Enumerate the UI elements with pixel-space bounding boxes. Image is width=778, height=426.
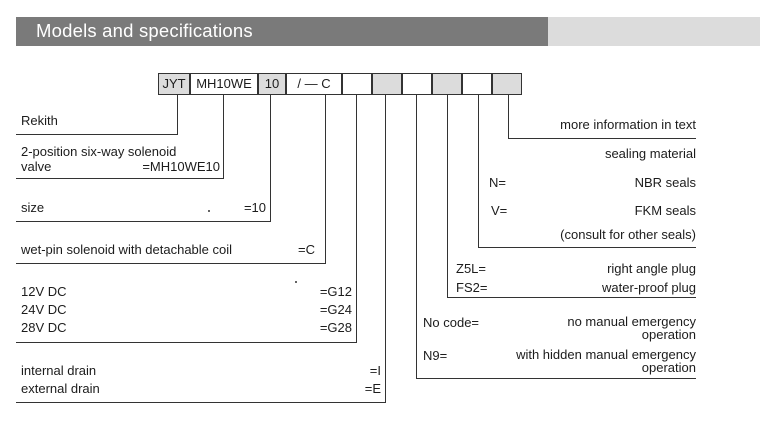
connector-voltage-v (356, 95, 357, 343)
connector-rekith-h (16, 134, 178, 135)
label-seal-nbr: NBR seals (634, 175, 696, 190)
connector-plug-h (447, 297, 696, 298)
connector-drain-v (385, 95, 386, 403)
code-plug-water-proof: FS2= (456, 280, 488, 295)
connector-seal-v (478, 95, 479, 248)
code-box-more (492, 73, 522, 95)
connector-coil-v (325, 95, 326, 264)
code-seal-nbr: N= (489, 175, 506, 190)
dot-marker (295, 281, 297, 283)
connector-seal-h (478, 247, 696, 248)
label-manual-none-line1: no manual emergency (567, 314, 696, 329)
connector-rekith-v (177, 95, 178, 135)
label-consult: (consult for other seals) (560, 227, 696, 242)
code-box-coil: / — C (286, 73, 342, 95)
connector-voltage-h (16, 342, 357, 343)
label-drain-external: external drain (21, 381, 100, 396)
label-voltage-28: 28V DC (21, 320, 67, 335)
label-valve-line2: valve (21, 159, 52, 174)
label-plug-water-proof: water-proof plug (602, 280, 696, 295)
connector-drain-h (16, 402, 386, 403)
label-voltage-24: 24V DC (21, 302, 67, 317)
code-box-drain (372, 73, 402, 95)
label-seal-fkm: FKM seals (634, 203, 696, 218)
connector-more-v (508, 95, 509, 139)
code-box-manual (402, 73, 432, 95)
code-box-plug (432, 73, 462, 95)
label-valve-line1: 2-position six-way solenoid (21, 144, 177, 159)
label-coil: wet-pin solenoid with detachable coil (21, 242, 233, 257)
code-drain-internal: =I (369, 363, 381, 378)
code-plug-right-angle: Z5L= (456, 261, 486, 276)
code-box-brand: JYT (158, 73, 190, 95)
label-manual-hidden-line1: with hidden manual emergency (516, 347, 696, 362)
label-rekith: Rekith (21, 113, 58, 128)
code-box-size: 10 (258, 73, 286, 95)
connector-manual-h (416, 378, 696, 379)
code-voltage-28: =G28 (319, 320, 352, 335)
label-more-info: more information in text (560, 117, 696, 132)
code-valve: =MH10WE10 (142, 159, 220, 174)
label-manual-hidden-line2: operation (641, 360, 696, 375)
connector-coil-h (16, 263, 326, 264)
section-title: Models and specifications (36, 20, 253, 41)
connector-size-h (16, 221, 271, 222)
label-plug-right-angle: right angle plug (607, 261, 696, 276)
code-seal-fkm: V= (491, 203, 508, 218)
connector-size-v (270, 95, 271, 222)
code-manual-hidden: N9= (423, 348, 448, 363)
connector-valve-v (223, 95, 224, 179)
code-voltage-24: =G24 (319, 302, 352, 317)
connector-valve-h (16, 178, 224, 179)
label-voltage-12: 12V DC (21, 284, 67, 299)
code-coil: =C (298, 242, 315, 257)
code-voltage-12: =G12 (319, 284, 352, 299)
connector-more-h (508, 138, 696, 139)
section-header-dark-band: Models and specifications (16, 17, 548, 46)
code-drain-external: =E (364, 381, 381, 396)
label-sealing: sealing material (604, 146, 696, 161)
code-box-voltage (342, 73, 372, 95)
connector-plug-v (447, 95, 448, 298)
code-box-seal (462, 73, 492, 95)
connector-manual-v (416, 95, 417, 379)
label-size: size (21, 200, 45, 215)
code-size: =10 (243, 200, 266, 215)
code-manual-none: No code= (423, 315, 480, 330)
label-manual-none-line2: operation (641, 327, 696, 342)
section-header: Models and specifications (16, 17, 760, 46)
label-drain-internal: internal drain (21, 363, 97, 378)
dot-marker (208, 210, 210, 212)
code-box-model: MH10WE (190, 73, 258, 95)
